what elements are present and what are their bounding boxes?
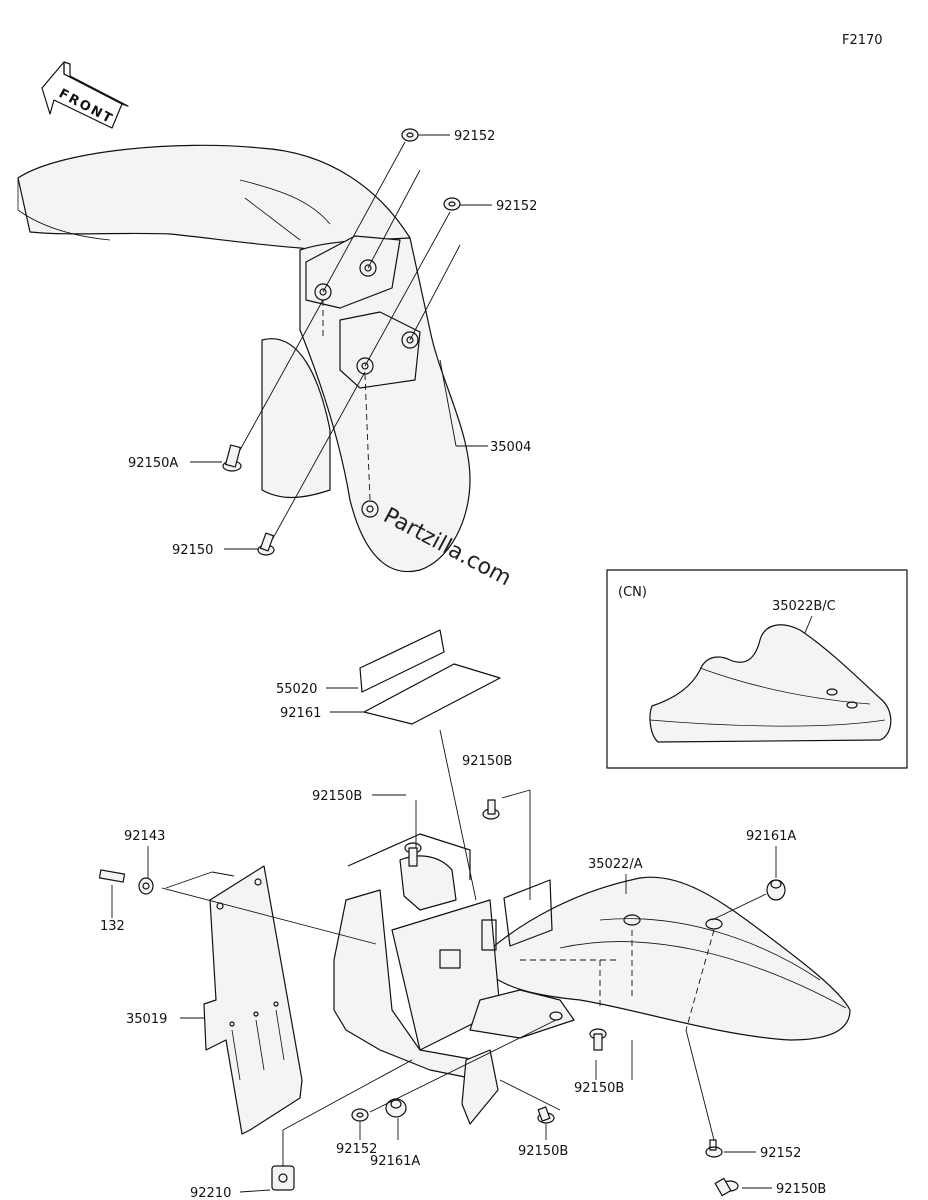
- callout-c21: 92210: [190, 1186, 231, 1200]
- flap-55020: [359, 629, 445, 693]
- bolt-132: [98, 869, 126, 883]
- callout-c13: 35022/A: [588, 857, 643, 872]
- callout-c6: 35022B/C: [772, 599, 836, 614]
- front-arrow-icon: FRONT: [41, 61, 129, 129]
- callout-c18: 92152: [336, 1142, 377, 1157]
- bolt-92150b-c: [589, 1028, 607, 1051]
- callout-c9: 92150B: [462, 754, 512, 769]
- callout-c14: 92161A: [746, 829, 796, 844]
- front-fender-35004: [17, 144, 471, 573]
- callout-c3: 35004: [490, 440, 531, 455]
- callout-c2: 92152: [496, 199, 537, 214]
- callout-c22: 92150B: [776, 1182, 826, 1197]
- callout-c11: 92143: [124, 829, 165, 844]
- callout-c5: 92150: [172, 543, 213, 558]
- callout-c17: 92152: [760, 1146, 801, 1161]
- callout-c20: 92150B: [518, 1144, 568, 1159]
- washer-92152-a: [401, 128, 419, 142]
- bolt-92150b-a: [404, 842, 422, 867]
- callout-c7: 55020: [276, 682, 317, 697]
- callout-c1: 92152: [454, 129, 495, 144]
- nut-92210: [271, 1165, 295, 1191]
- bolt-92150b-b: [482, 799, 500, 820]
- nut-92143: [138, 877, 154, 895]
- bolt-92150b-e: [714, 1177, 739, 1197]
- license-bracket: [333, 833, 575, 1125]
- washer-92152-c: [351, 1108, 369, 1122]
- callout-c19: 92161A: [370, 1154, 420, 1169]
- callout-c12: 132: [100, 919, 125, 934]
- inset-variant-label: (CN): [618, 585, 647, 600]
- callout-c16: 92150B: [574, 1081, 624, 1096]
- callout-c4: 92150A: [128, 456, 178, 471]
- front-label: FRONT: [56, 86, 116, 127]
- bolt-92150b-d: [537, 1106, 555, 1124]
- callout-c10: 92150B: [312, 789, 362, 804]
- bolt-92150: [257, 532, 275, 556]
- grommet-92161a-b: [385, 1098, 407, 1118]
- flap-92161: [363, 663, 501, 725]
- callout-c8: 92161: [280, 706, 321, 721]
- figure-code: F2170: [842, 33, 883, 48]
- bolt-92150a: [222, 444, 242, 472]
- grommet-92161a-a: [766, 879, 786, 901]
- washer-92152-b: [443, 197, 461, 211]
- callout-c15: 35019: [126, 1012, 167, 1027]
- washer-92152-d: [705, 1139, 723, 1158]
- inset-cn-panel: (CN) 35022B/C: [606, 569, 908, 769]
- mudflap-35019: [203, 865, 303, 1135]
